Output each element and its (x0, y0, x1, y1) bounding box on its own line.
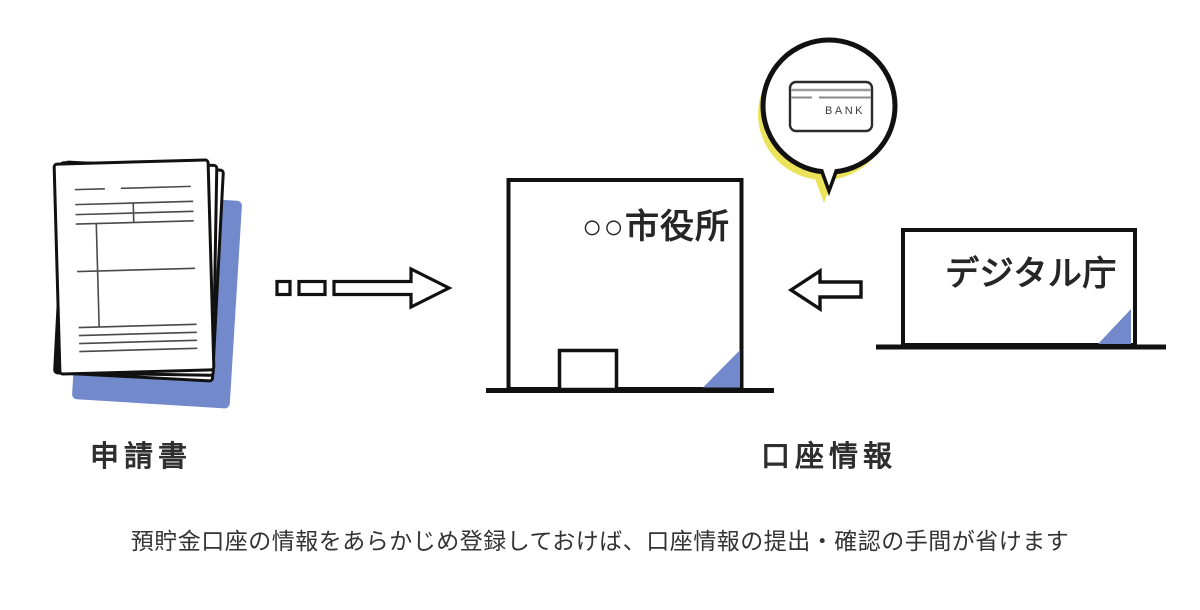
bubble-tail-inner (817, 152, 841, 186)
bottom-caption: 預貯金口座の情報をあらかじめ登録しておけば、口座情報の提出・確認の手間が省けます (131, 528, 1070, 554)
document-front-page (52, 158, 216, 376)
building-outline (901, 228, 1137, 347)
account-info-label: 口座情報 (761, 439, 897, 473)
application-document-stack-icon (52, 158, 242, 409)
application-label: 申請書 (90, 440, 192, 473)
arrow-left-icon (787, 267, 863, 313)
digital-agency-name: デジタル庁 (945, 254, 1117, 293)
city-hall-building: ○○市役所 (486, 178, 774, 393)
city-hall-name: ○○市役所 (582, 207, 730, 246)
corner-accent-triangle (703, 350, 740, 388)
account-info-bubble: BANK (758, 37, 898, 203)
corner-accent-triangle (1098, 309, 1131, 344)
dashed-arrow-right-icon (275, 266, 453, 310)
form-lines (74, 185, 198, 353)
building-outline (506, 178, 744, 391)
bank-card-label: BANK (825, 105, 865, 117)
door-icon (557, 348, 619, 392)
digital-agency-building: デジタル庁 (876, 228, 1166, 350)
bank-card-icon: BANK (788, 80, 874, 133)
